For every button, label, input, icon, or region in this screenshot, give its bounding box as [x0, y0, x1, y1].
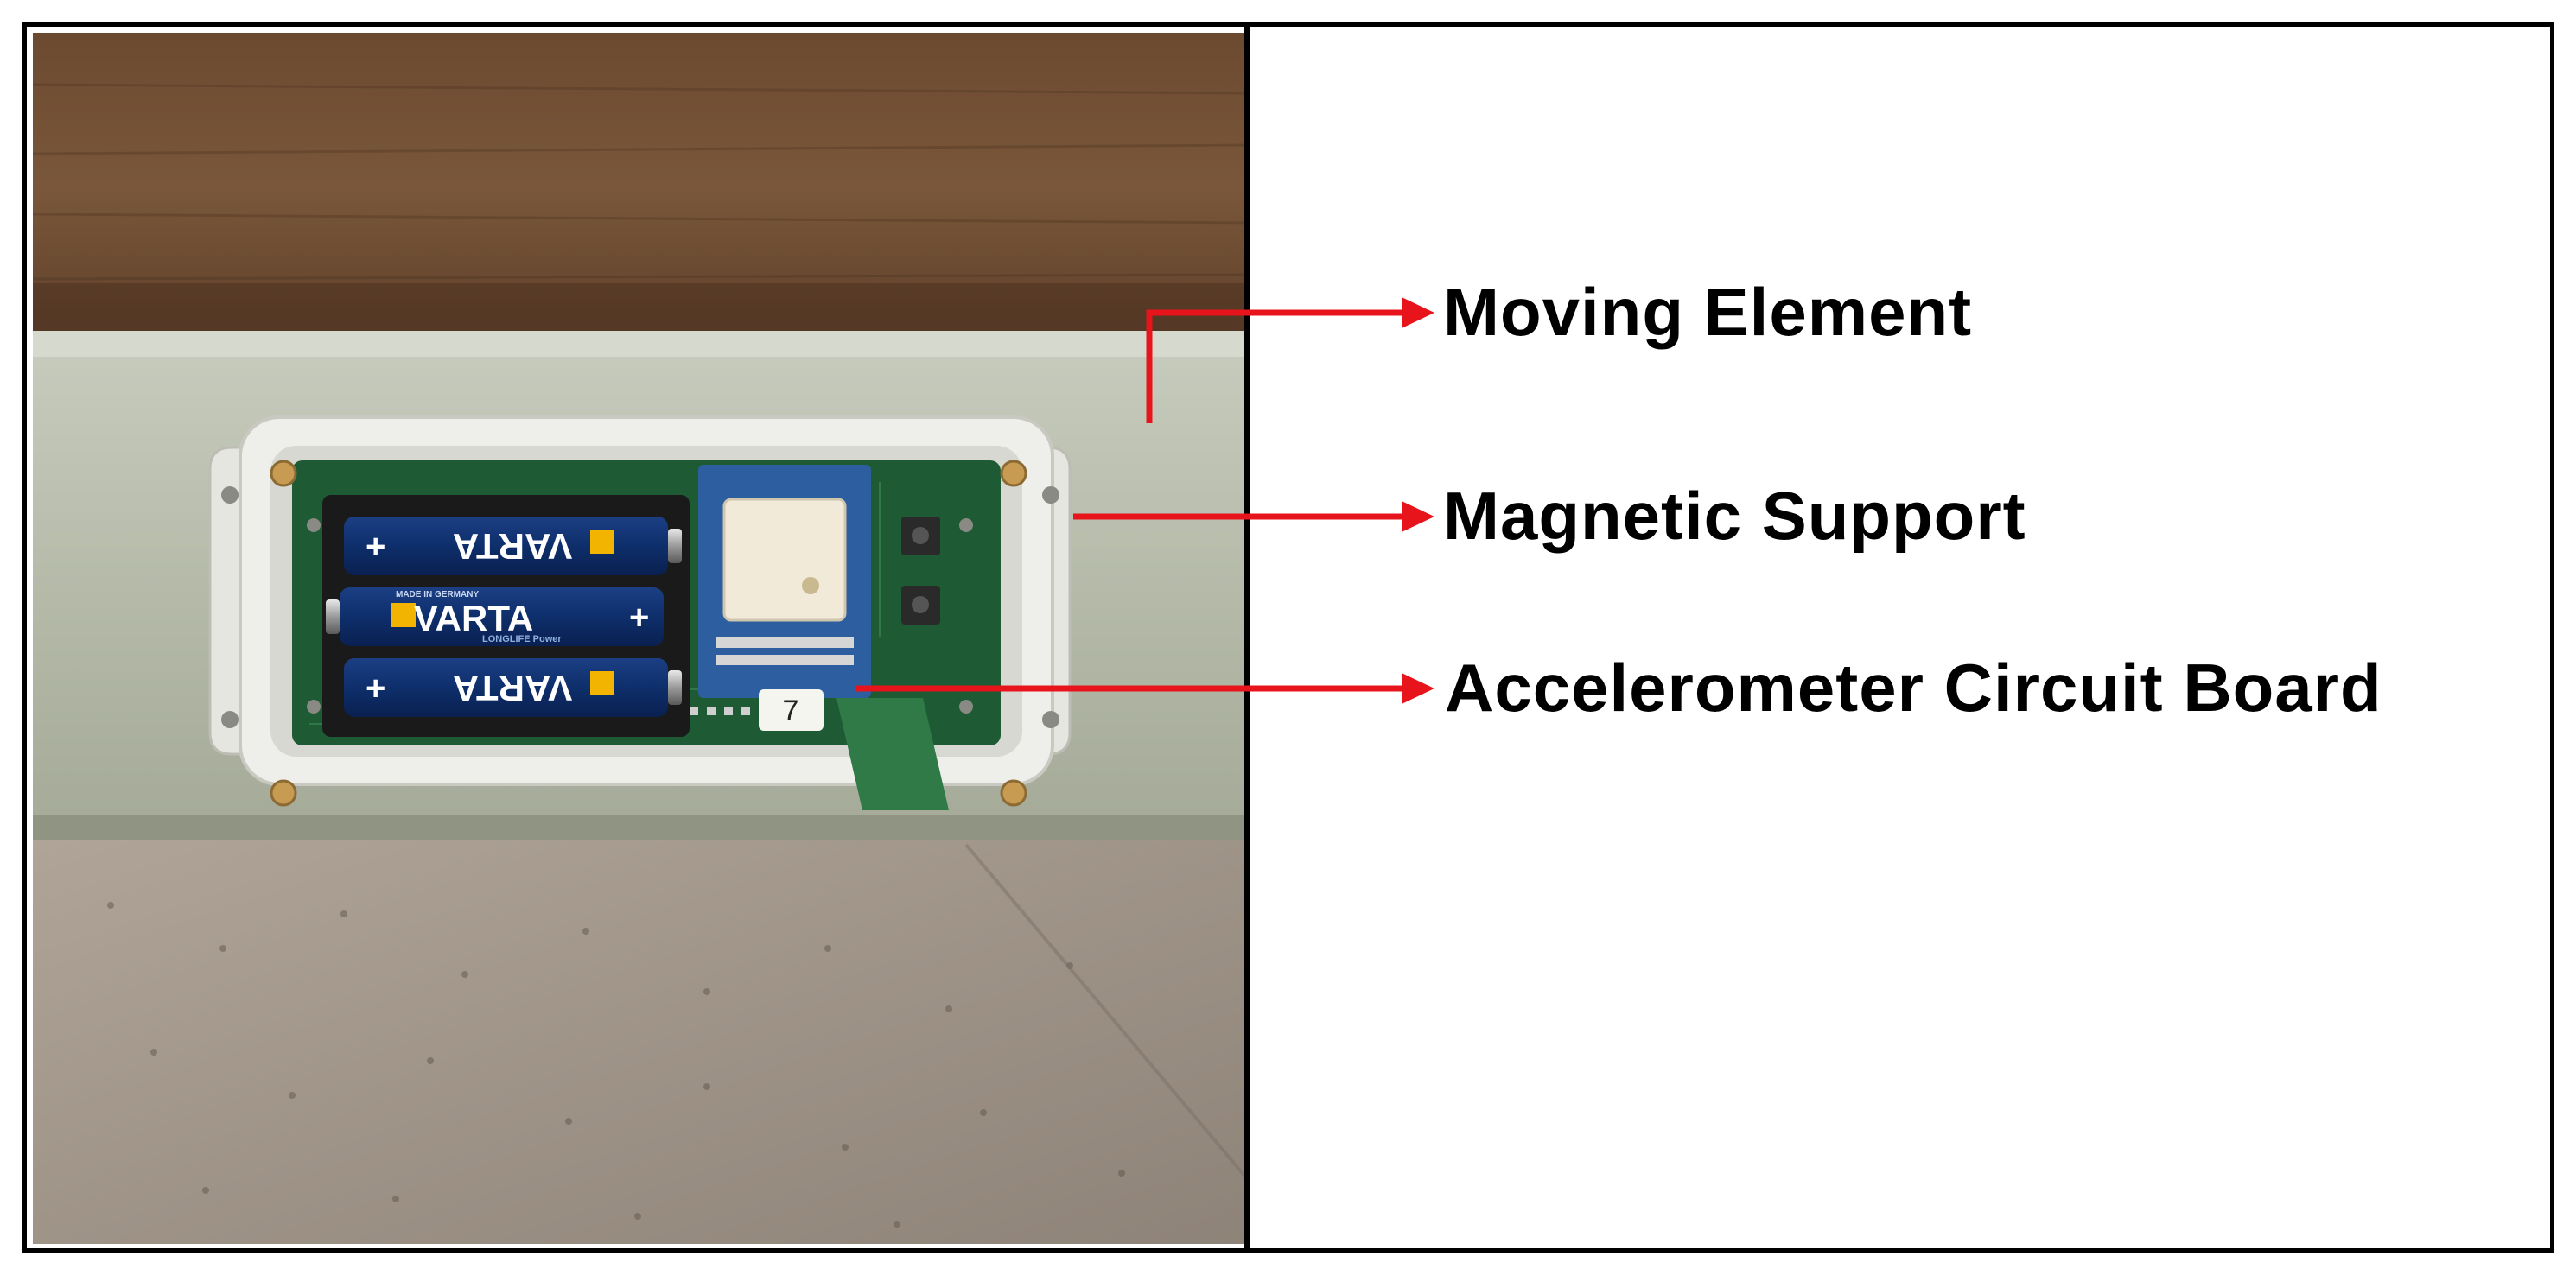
board-number-tag — [759, 689, 824, 731]
svg-text:LONGLIFE Power: LONGLIFE Power — [482, 634, 562, 644]
device-photo: 7 + VARTA VARTA + LONGLIFE Power MADE IN… — [33, 33, 1250, 1244]
callout-magnetic-support: Magnetic Support — [1443, 478, 2026, 554]
svg-text:VARTA: VARTA — [453, 668, 572, 708]
svg-text:VARTA: VARTA — [453, 526, 572, 567]
arrowhead — [1402, 501, 1434, 532]
board-number: 7 — [783, 695, 799, 727]
svg-text:VARTA: VARTA — [414, 598, 533, 638]
battery-top: + VARTA — [344, 517, 682, 575]
floor — [33, 840, 1250, 1244]
battery-middle: VARTA + LONGLIFE Power MADE IN GERMANY — [326, 587, 664, 646]
callout-accelerometer-circuit-board: Accelerometer Circuit Board — [1445, 650, 2382, 726]
battery-bottom: + VARTA — [344, 658, 682, 717]
arrowhead — [1402, 673, 1434, 704]
svg-text:MADE IN GERMANY: MADE IN GERMANY — [396, 590, 479, 599]
arrowhead — [1402, 297, 1434, 328]
svg-text:+: + — [629, 599, 649, 637]
photo-divider — [1244, 24, 1250, 1249]
svg-text:+: + — [366, 669, 385, 707]
moving-element-leader — [1146, 309, 1404, 423]
svg-text:+: + — [366, 528, 385, 566]
callout-moving-element: Moving Element — [1443, 274, 1973, 350]
